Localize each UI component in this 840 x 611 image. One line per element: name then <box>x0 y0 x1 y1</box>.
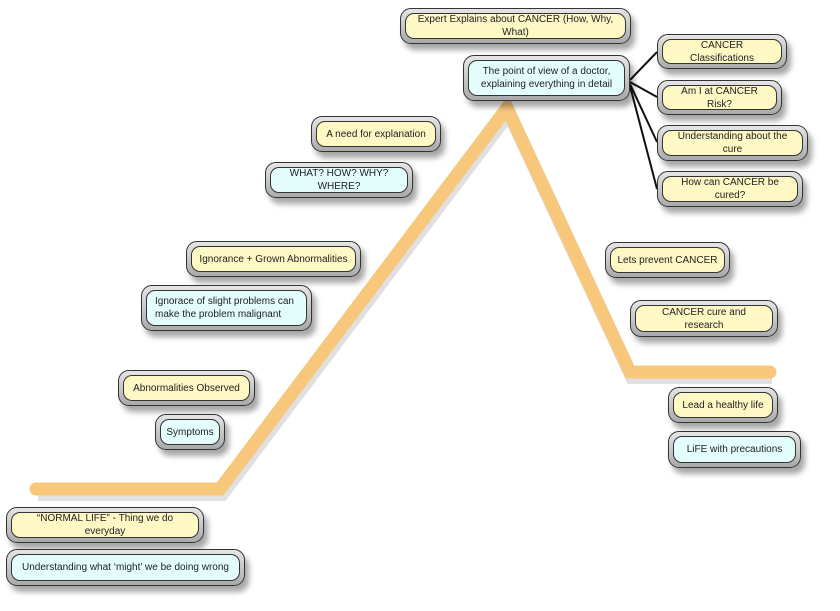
node-symptoms: Symptoms <box>155 414 225 450</box>
node-label: WHAT? HOW? WHY? WHERE? <box>270 167 408 193</box>
node-label: A need for explanation <box>316 121 436 147</box>
node-label: Am I at CANCER Risk? <box>662 85 777 110</box>
node-doctor: The point of view of a doctor, explainin… <box>463 55 630 101</box>
node-ignorance-slight: Ignorace of slight problems can make the… <box>141 285 312 331</box>
node-abnormalities: Abnormalities Observed <box>118 370 255 406</box>
node-need-explanation: A need for explanation <box>311 116 441 152</box>
node-risk: Am I at CANCER Risk? <box>657 80 782 115</box>
node-label: CANCER cure and research <box>635 305 773 332</box>
node-questions: WHAT? HOW? WHY? WHERE? <box>265 162 413 198</box>
connector-lines <box>629 51 658 190</box>
node-healthy: Lead a healthy life <box>668 387 778 423</box>
node-label: The point of view of a doctor, explainin… <box>468 60 625 96</box>
connector-line <box>629 51 658 81</box>
node-label: “NORMAL LIFE” - Thing we do everyday <box>11 512 199 538</box>
journey-path <box>29 95 777 496</box>
node-label: CANCER Classifications <box>662 39 782 64</box>
node-prevent: Lets prevent CANCER <box>605 242 730 278</box>
node-classifications: CANCER Classifications <box>657 34 787 69</box>
node-how-cured: How can CANCER be cured? <box>657 171 803 207</box>
connector-line <box>629 85 658 190</box>
node-expert: Expert Explains about CANCER (How, Why, … <box>400 8 631 44</box>
node-normal-life: “NORMAL LIFE” - Thing we do everyday <box>6 507 204 543</box>
node-label: LiFE with precautions <box>673 436 796 463</box>
node-label: Symptoms <box>160 419 220 445</box>
node-label: How can CANCER be cured? <box>662 176 798 202</box>
node-label: Expert Explains about CANCER (How, Why, … <box>405 13 626 39</box>
node-label: Ignorace of slight problems can make the… <box>146 290 307 326</box>
node-label: Lead a healthy life <box>673 392 773 418</box>
node-precautions: LiFE with precautions <box>668 431 801 468</box>
node-research: CANCER cure and research <box>630 300 778 337</box>
node-label: Understanding what ‘might’ we be doing w… <box>11 554 240 581</box>
node-label: Lets prevent CANCER <box>610 247 725 273</box>
node-doing-wrong: Understanding what ‘might’ we be doing w… <box>6 549 245 586</box>
connector-line <box>629 83 658 143</box>
node-label: Abnormalities Observed <box>123 375 250 401</box>
node-cure-understanding: Understanding about the cure <box>657 125 808 161</box>
node-ignorance-grown: Ignorance + Grown Abnormalities <box>186 241 361 277</box>
connector-line <box>629 81 658 98</box>
node-label: Ignorance + Grown Abnormalities <box>191 246 356 272</box>
node-label: Understanding about the cure <box>662 130 803 156</box>
